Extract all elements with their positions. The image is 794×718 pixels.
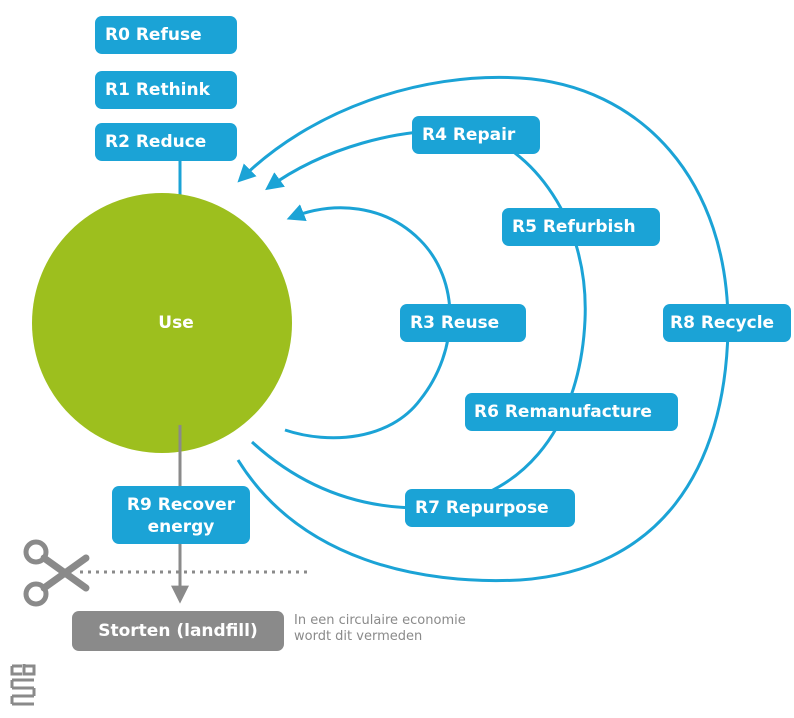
landfill-box: [72, 611, 284, 651]
r9-recover-energy-box: [112, 486, 250, 544]
r6-remanufacture-box: [465, 393, 678, 431]
r2-reduce-box: [95, 123, 237, 161]
landfill-label: Storten (landfill): [98, 621, 257, 641]
cbs-logo-icon: cbs: [10, 664, 36, 706]
landfill-note-line2: wordt dit vermeden: [294, 629, 422, 644]
r9-recover-label: R9 Recover: [127, 495, 236, 515]
r0-refuse-box: [95, 16, 237, 54]
use-label: Use: [158, 313, 193, 333]
r2-reduce-label: R2 Reduce: [105, 132, 206, 152]
landfill-note-line1: In een circulaire economie: [294, 613, 466, 628]
r1-rethink-label: R1 Rethink: [105, 80, 211, 100]
use-circle: [32, 193, 292, 453]
scissors-icon: [23, 539, 90, 607]
r9-energy-label: energy: [148, 517, 215, 537]
r3-reuse-label: R3 Reuse: [410, 313, 499, 333]
r3-reuse-box: [400, 304, 526, 342]
r5-refurbish-label: R5 Refurbish: [512, 217, 636, 237]
r7-repurpose-box: [405, 489, 575, 527]
r1-rethink-box: [95, 71, 237, 109]
r7-repurpose-label: R7 Repurpose: [415, 498, 549, 518]
r8-recycle-label: R8 Recycle: [670, 313, 774, 333]
r6-remanufacture-label: R6 Remanufacture: [474, 402, 652, 422]
r5-refurbish-box: [502, 208, 660, 246]
r0-refuse-label: R0 Refuse: [105, 25, 202, 45]
r4-repair-box: [412, 116, 540, 154]
r8-recycle-box: [663, 304, 791, 342]
r4-repair-label: R4 Repair: [422, 125, 516, 145]
